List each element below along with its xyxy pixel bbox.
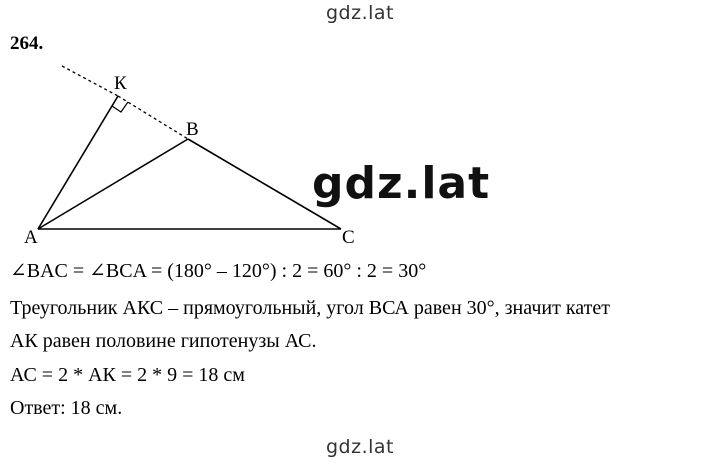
- label-b: B: [186, 119, 199, 140]
- watermark-top: gdz.lat: [325, 2, 394, 24]
- watermark-bottom: gdz.lat: [325, 436, 394, 458]
- solution-line-5: Ответ: 18 см.: [10, 397, 123, 419]
- segment-ab: [37, 138, 189, 230]
- label-k: К: [114, 73, 127, 94]
- solution-line-4: АС = 2 * АК = 2 * 9 = 18 см: [10, 364, 245, 386]
- segment-ak: [37, 95, 119, 230]
- segment-bc: [187, 138, 342, 230]
- solution-line-1: ∠BAC = ∠BCA = (180° – 120°) : 2 = 60° : …: [10, 260, 427, 282]
- solution-line-2: Треугольник АКС – прямоугольный, угол ВС…: [10, 297, 610, 319]
- dashed-extension-line: [61, 65, 119, 97]
- solution-line-3: АК равен половине гипотенузы АС.: [10, 330, 317, 352]
- problem-number: 264.: [10, 33, 44, 54]
- watermark-middle: gdz.lat: [312, 158, 491, 209]
- label-c: C: [342, 227, 355, 248]
- dashed-line-kb: [117, 95, 189, 140]
- right-angle-marker: [111, 101, 129, 113]
- label-a: A: [24, 227, 38, 248]
